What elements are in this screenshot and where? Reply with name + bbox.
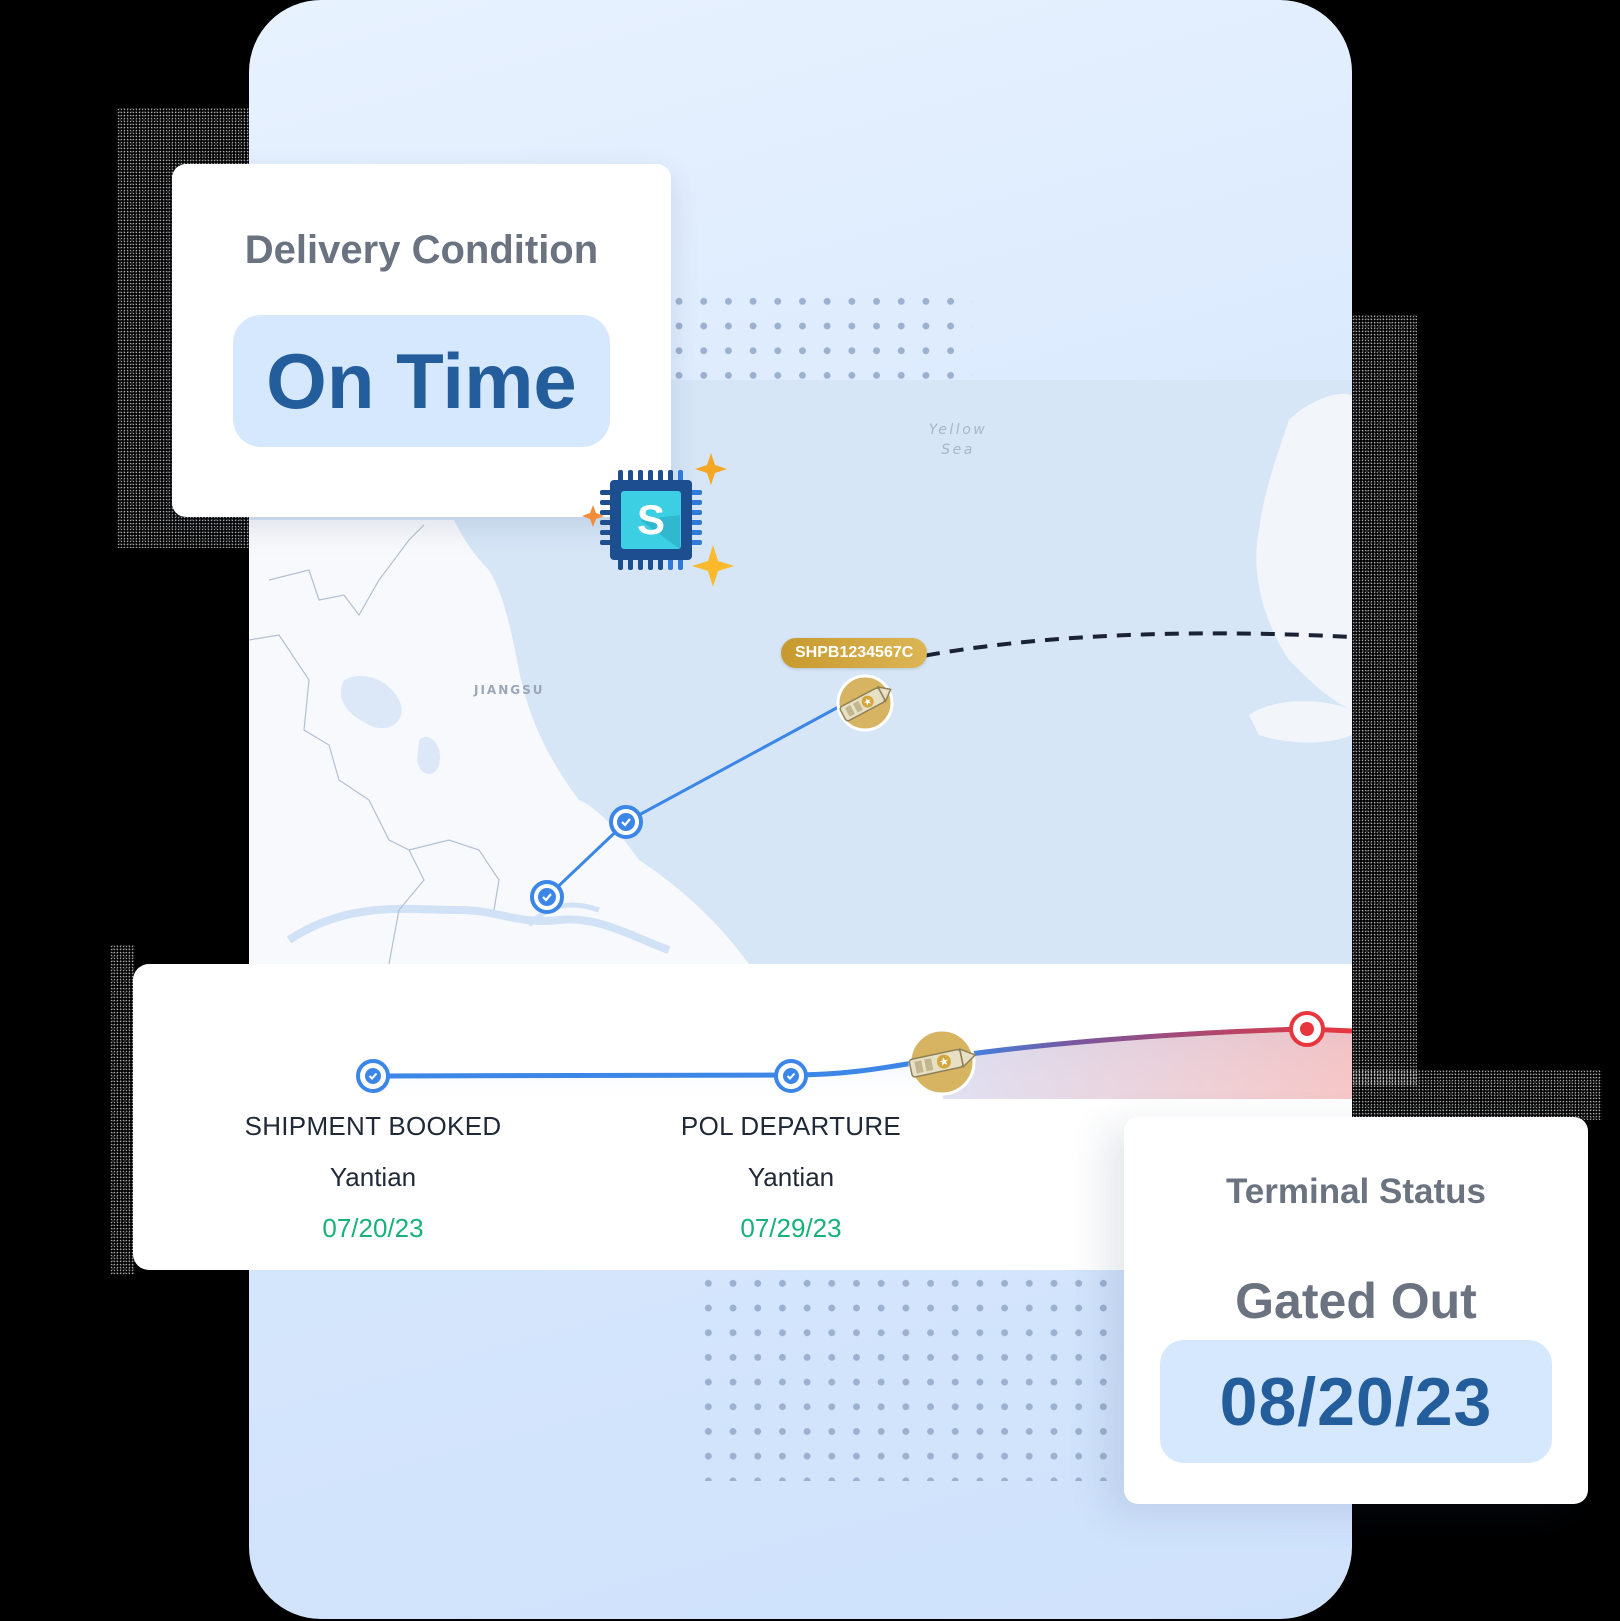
province-label: JIANGSU [474,683,545,697]
vessel-id-label: SHPB1234567C [781,638,928,668]
milestone-date: 07/20/23 [322,1213,424,1243]
destination-marker-icon[interactable] [1286,1008,1328,1050]
ship-icon[interactable] [832,670,898,736]
milestone-location: Yantian [329,1162,417,1192]
delivery-condition-card: Delivery Condition On Time [172,164,671,517]
chip-icon: S [582,453,734,587]
terminal-status-date: 08/20/23 [1160,1340,1552,1463]
shadow-map-right [1352,315,1417,1085]
milestone-check-icon[interactable] [353,1056,393,1096]
delivery-condition-title: Delivery Condition [244,228,599,272]
milestone-date: 07/29/23 [740,1213,842,1243]
milestone-shipment-booked[interactable]: SHIPMENT BOOKED Yantian 07/20/23 [203,1111,543,1244]
sea-label-line2: Sea [941,442,975,458]
terminal-status-state: Gated Out [1235,1273,1477,1329]
terminal-status-title: Terminal Status [1226,1172,1486,1211]
sea-label: Yellow Sea [913,420,1003,460]
chip-letter: S [637,496,665,543]
ship-icon[interactable] [904,1024,980,1100]
milestone-location: Yantian [747,1162,835,1192]
dot-grid-top [642,289,972,389]
milestone-title: POL DEPARTURE [680,1111,902,1141]
delivery-status-badge: On Time [233,315,610,447]
waypoint-check-icon[interactable] [606,802,646,842]
milestone-title: SHIPMENT BOOKED [244,1111,502,1141]
waypoint-check-icon[interactable] [527,877,567,917]
dot-grid-bottom [696,1271,1126,1481]
milestone-pol-departure[interactable]: POL DEPARTURE Yantian 07/29/23 [621,1111,961,1244]
milestone-check-icon[interactable] [771,1056,811,1096]
shadow-timeline-left [110,945,135,1275]
map-geography [249,393,1352,964]
timeline-track [372,1026,1352,1104]
shadow-timeline-right [1352,1070,1602,1120]
sea-label-line1: Yellow [928,422,988,438]
terminal-status-card: Terminal Status Gated Out 08/20/23 [1124,1117,1588,1504]
